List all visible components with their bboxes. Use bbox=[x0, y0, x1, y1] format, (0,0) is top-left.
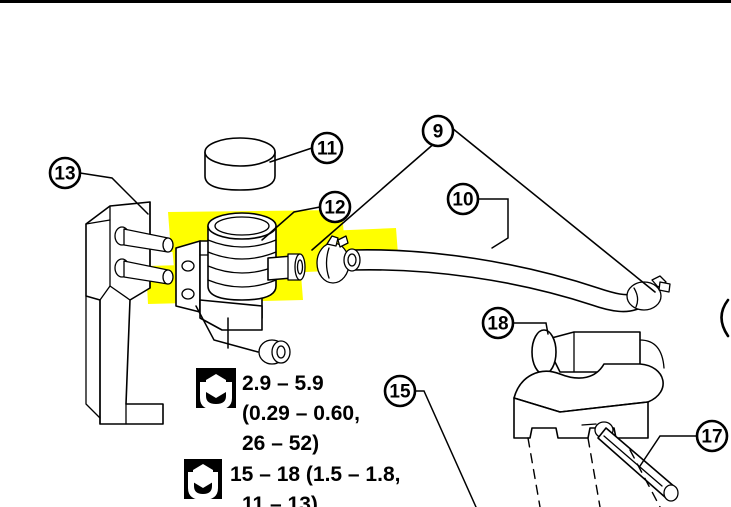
leader-12 bbox=[261, 206, 321, 241]
part-hose-clamp-right bbox=[626, 275, 671, 311]
torque-spec-group-1: 2.9 – 5.9 (0.29 – 0.60, 26 – 52) bbox=[196, 368, 360, 455]
callout-9-label: 9 bbox=[433, 122, 444, 143]
callout-13-label: 13 bbox=[54, 164, 75, 185]
part-clutch-pedal-bracket bbox=[85, 201, 174, 425]
callout-11[interactable]: 11 bbox=[310, 131, 344, 165]
leader-13 bbox=[79, 172, 149, 215]
callout-12[interactable]: 12 bbox=[318, 190, 352, 224]
callout-11-label: 11 bbox=[317, 139, 338, 160]
callout-15-label: 15 bbox=[389, 382, 411, 403]
leader-lines bbox=[79, 127, 698, 507]
callout-13[interactable]: 13 bbox=[48, 156, 82, 190]
leader-18 bbox=[512, 322, 549, 335]
torque-spec-group-2: 15 – 18 (1.5 – 1.8, 11 – 13) bbox=[184, 459, 400, 507]
callout-17-label: 17 bbox=[701, 427, 722, 448]
leader-nut bbox=[195, 305, 259, 353]
leader-10 bbox=[477, 198, 509, 249]
wrench-icon bbox=[184, 459, 222, 500]
callout-12-label: 12 bbox=[324, 198, 345, 219]
part-clutch-hose bbox=[343, 248, 641, 313]
leader-17 bbox=[639, 435, 698, 467]
torque-spec-1-line-1: 2.9 – 5.9 bbox=[242, 372, 324, 395]
callout-15[interactable]: 15 bbox=[383, 374, 417, 408]
callout-18-label: 18 bbox=[487, 314, 508, 335]
part-flange-nut bbox=[258, 339, 291, 365]
part-reservoir-cap bbox=[204, 137, 276, 191]
torque-spec-2-line-1: 15 – 18 (1.5 – 1.8, bbox=[230, 463, 400, 486]
part-clutch-master-cylinder bbox=[175, 212, 306, 331]
callout-17[interactable]: 17 bbox=[695, 419, 729, 453]
leader-15 bbox=[414, 390, 477, 507]
torque-spec-1-line-3: 26 – 52) bbox=[242, 432, 319, 455]
callout-10[interactable]: 10 bbox=[446, 182, 480, 216]
wrench-hands-icon bbox=[196, 368, 236, 410]
part-bleeder-pin bbox=[597, 427, 679, 507]
callout-9[interactable]: 9 bbox=[421, 114, 455, 148]
callout-18[interactable]: 18 bbox=[481, 306, 515, 340]
leader-11 bbox=[269, 147, 313, 163]
partial-callout-right-edge bbox=[720, 298, 730, 338]
callout-10-label: 10 bbox=[452, 190, 473, 211]
part-clutch-operating-cylinder bbox=[513, 329, 665, 507]
torque-spec-2-line-2: 11 – 13) bbox=[242, 493, 318, 507]
top-border-strip bbox=[0, 0, 731, 3]
torque-spec-1-line-2: (0.29 – 0.60, bbox=[242, 402, 360, 425]
